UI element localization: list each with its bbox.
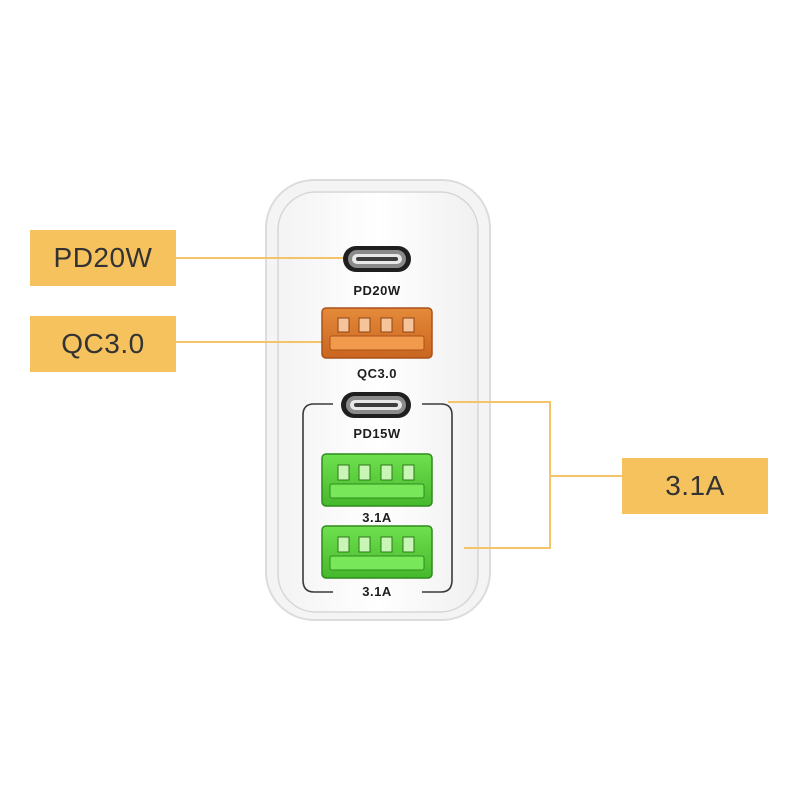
port-group-bracket [302, 403, 453, 593]
usb-a-port-icon [321, 525, 433, 579]
callout-box-pd20w [30, 230, 176, 286]
callout-pd20w: PD20W [53, 242, 153, 273]
callout-31a: 3.1A [665, 470, 725, 501]
callout-box-qc30 [30, 316, 176, 372]
port-label-pd15w: PD15W [353, 426, 401, 441]
callout-qc30: QC3.0 [61, 328, 145, 359]
port-label-qc30: QC3.0 [356, 366, 398, 381]
usb-a-port-icon [321, 307, 433, 359]
callout-box-31a [622, 458, 768, 514]
usb-a-port-icon [321, 453, 433, 507]
leader-lines [176, 257, 622, 549]
port-label-pd20w: PD20W [353, 283, 401, 298]
usb-c-port-icon [341, 392, 411, 418]
usb-c-port-icon [343, 246, 411, 272]
port-label-31a-1: 3.1A [362, 510, 392, 525]
port-label-31a-2: 3.1A [362, 584, 392, 599]
